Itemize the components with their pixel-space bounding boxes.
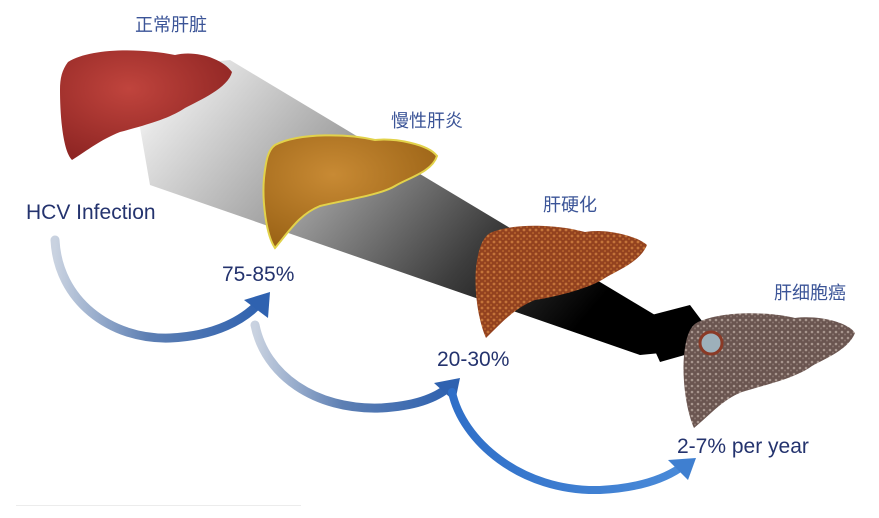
rate-label-cirrhosis: 20-30% <box>437 348 510 371</box>
progression-band-arrow <box>130 60 720 362</box>
liver-cirrhosis-icon <box>475 225 647 338</box>
transition-arrow-2 <box>250 320 460 413</box>
transition-arrow-3 <box>448 388 696 495</box>
liver-hepatitis-icon <box>262 134 439 250</box>
liver-normal-icon <box>60 50 232 160</box>
liver-hcc-icon <box>683 313 855 428</box>
stage-label-chronic-hepatitis: 慢性肝炎 <box>391 111 463 132</box>
stage-label-hcc: 肝细胞癌 <box>774 283 846 304</box>
stage-label-normal-liver: 正常肝脏 <box>135 15 207 36</box>
transition-arrow-1 <box>50 235 270 343</box>
stage-label-cirrhosis: 肝硬化 <box>543 195 597 216</box>
rate-label-hepatitis: 75-85% <box>222 263 295 286</box>
start-label-hcv-infection: HCV Infection <box>26 201 156 224</box>
divider <box>16 505 301 506</box>
rate-label-hcc: 2-7% per year <box>677 435 809 458</box>
